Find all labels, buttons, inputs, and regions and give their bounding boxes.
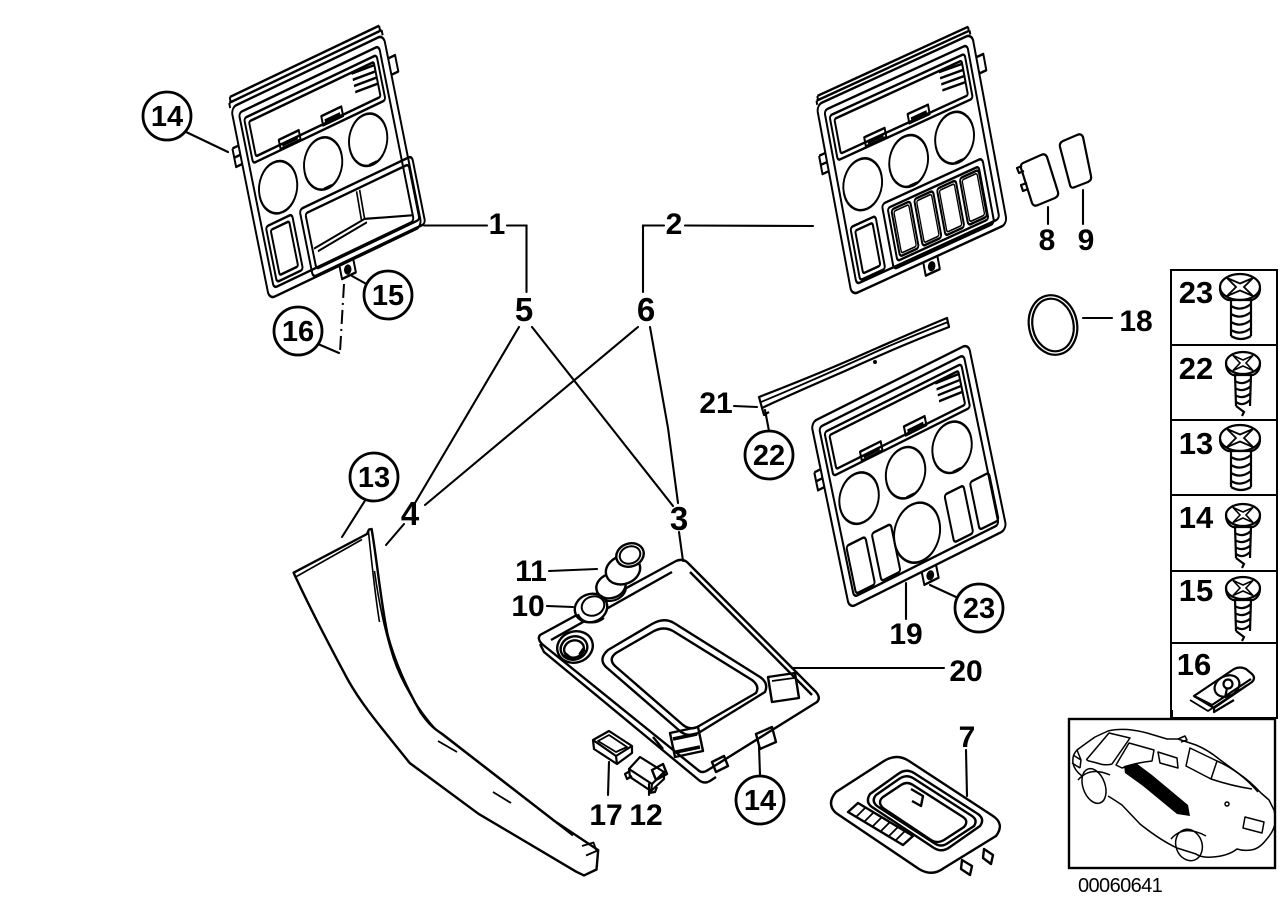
- svg-text:14: 14: [1179, 500, 1214, 535]
- svg-text:10: 10: [511, 590, 544, 623]
- svg-text:15: 15: [372, 280, 404, 312]
- svg-text:00060641: 00060641: [1078, 875, 1163, 897]
- svg-text:15: 15: [1179, 573, 1213, 608]
- svg-text:8: 8: [1039, 224, 1056, 257]
- svg-text:13: 13: [358, 462, 390, 494]
- svg-text:16: 16: [1177, 647, 1211, 682]
- svg-text:17: 17: [589, 799, 622, 832]
- svg-text:23: 23: [963, 593, 995, 625]
- svg-text:19: 19: [889, 618, 922, 651]
- svg-text:4: 4: [401, 495, 420, 532]
- svg-text:20: 20: [949, 655, 982, 688]
- svg-text:13: 13: [1179, 426, 1213, 461]
- svg-text:18: 18: [1119, 305, 1152, 338]
- svg-text:11: 11: [515, 555, 547, 588]
- svg-text:12: 12: [629, 799, 662, 832]
- svg-text:14: 14: [744, 785, 776, 817]
- svg-text:14: 14: [151, 101, 183, 133]
- svg-text:22: 22: [1179, 351, 1213, 386]
- svg-text:9: 9: [1078, 224, 1095, 257]
- svg-text:23: 23: [1179, 275, 1213, 310]
- svg-text:2: 2: [666, 208, 683, 241]
- svg-text:6: 6: [637, 291, 655, 328]
- svg-text:5: 5: [515, 291, 533, 328]
- svg-text:7: 7: [959, 721, 976, 754]
- svg-text:22: 22: [753, 440, 785, 472]
- svg-text:21: 21: [699, 387, 732, 420]
- svg-text:16: 16: [282, 316, 314, 348]
- svg-text:3: 3: [670, 500, 688, 537]
- svg-text:1: 1: [489, 208, 506, 241]
